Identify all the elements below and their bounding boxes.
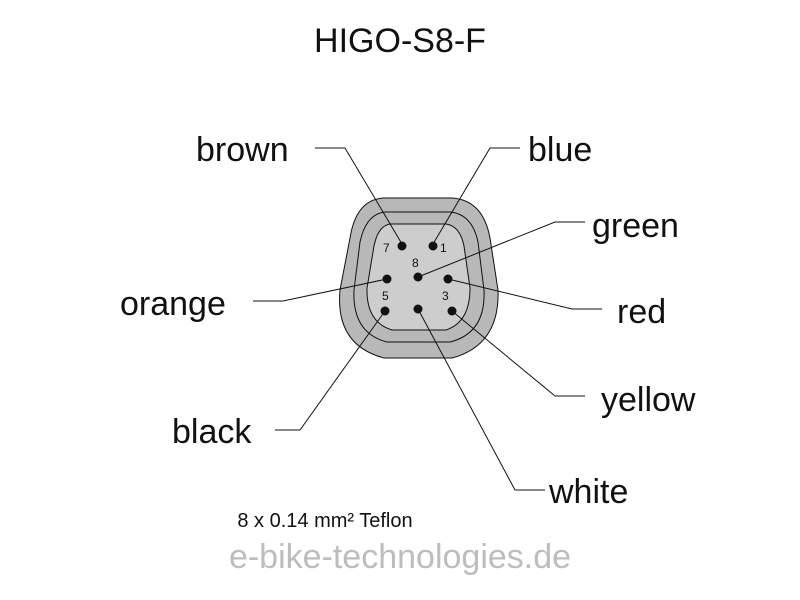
pin-1-dot xyxy=(428,241,438,251)
white-leader-line xyxy=(417,308,545,491)
pin-1-number: 1 xyxy=(440,241,447,255)
cable-spec: 8 x 0.14 mm² Teflon xyxy=(237,510,413,532)
red-leader-line xyxy=(447,278,602,310)
yellow-leader-line xyxy=(451,310,585,397)
pin-8-number: 8 xyxy=(412,256,419,270)
diagram-title: HIGO-S8-F xyxy=(314,22,486,60)
wire-label-orange: orange xyxy=(120,285,226,323)
wire-label-red: red xyxy=(617,293,667,331)
pin-3-number: 3 xyxy=(442,289,449,303)
pin-5-number: 5 xyxy=(382,289,389,303)
wire-label-black: black xyxy=(172,413,252,451)
brown-leader-line xyxy=(315,147,403,245)
wire-label-brown: brown xyxy=(196,131,289,169)
wire-label-green: green xyxy=(592,207,679,245)
pin-8-dot xyxy=(413,272,423,282)
wire-label-yellow: yellow xyxy=(601,381,696,419)
black-leader-line xyxy=(275,310,386,431)
orange-leader-line xyxy=(253,278,388,302)
pin-7-dot xyxy=(397,241,407,251)
pin-7-number: 7 xyxy=(383,241,390,255)
website-watermark: e-bike-technologies.de xyxy=(228,538,572,576)
pin-5-dot xyxy=(380,306,390,316)
pin-2-dot xyxy=(443,274,453,284)
pin-4-dot xyxy=(413,304,423,314)
pin-3-dot xyxy=(447,306,457,316)
blue-leader-line xyxy=(432,147,520,245)
green-leader-line xyxy=(417,221,585,278)
wire-label-blue: blue xyxy=(528,131,593,169)
wire-label-white: white xyxy=(549,473,629,511)
pin-6-dot xyxy=(382,274,392,284)
